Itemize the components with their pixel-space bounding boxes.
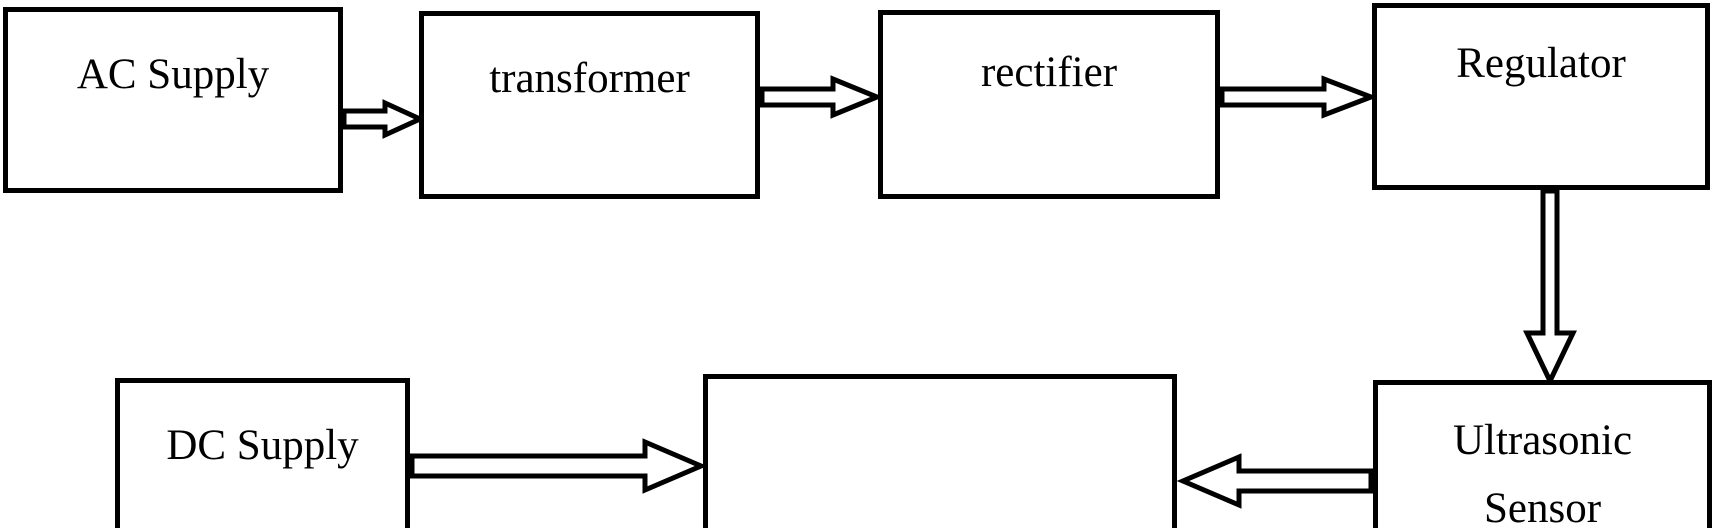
- node-transformer-label: transformer: [489, 55, 690, 102]
- node-regulator: Regulator: [1372, 3, 1710, 190]
- node-ultrasonic-sensor: Ultrasonic Sensor: [1373, 380, 1712, 528]
- node-ultrasonic-sensor-label-line2: Sensor: [1483, 485, 1602, 528]
- node-dc-supply: DC Supply: [115, 378, 410, 528]
- node-controller-unlabeled: [703, 374, 1177, 528]
- arrow-ultrasonic-sensor-to-controller: [1176, 453, 1374, 509]
- node-ultrasonic-sensor-label-line1: Ultrasonic: [1452, 417, 1633, 464]
- node-dc-supply-label: DC Supply: [166, 422, 359, 469]
- arrow-dc-supply-to-controller: [409, 438, 708, 494]
- node-transformer: transformer: [419, 11, 760, 199]
- node-regulator-label: Regulator: [1456, 40, 1626, 87]
- arrow-regulator-to-ultrasonic-sensor: [1523, 188, 1577, 387]
- arrow-rectifier-to-regulator: [1219, 75, 1378, 119]
- node-ac-supply: AC Supply: [3, 7, 343, 193]
- arrow-transformer-to-rectifier: [759, 75, 884, 119]
- node-rectifier-label: rectifier: [980, 49, 1118, 96]
- arrow-ac-supply-to-transformer: [341, 99, 427, 139]
- node-rectifier: rectifier: [878, 10, 1220, 199]
- node-ultrasonic-sensor-label: Ultrasonic Sensor: [1453, 407, 1632, 528]
- node-ac-supply-label: AC Supply: [76, 51, 270, 98]
